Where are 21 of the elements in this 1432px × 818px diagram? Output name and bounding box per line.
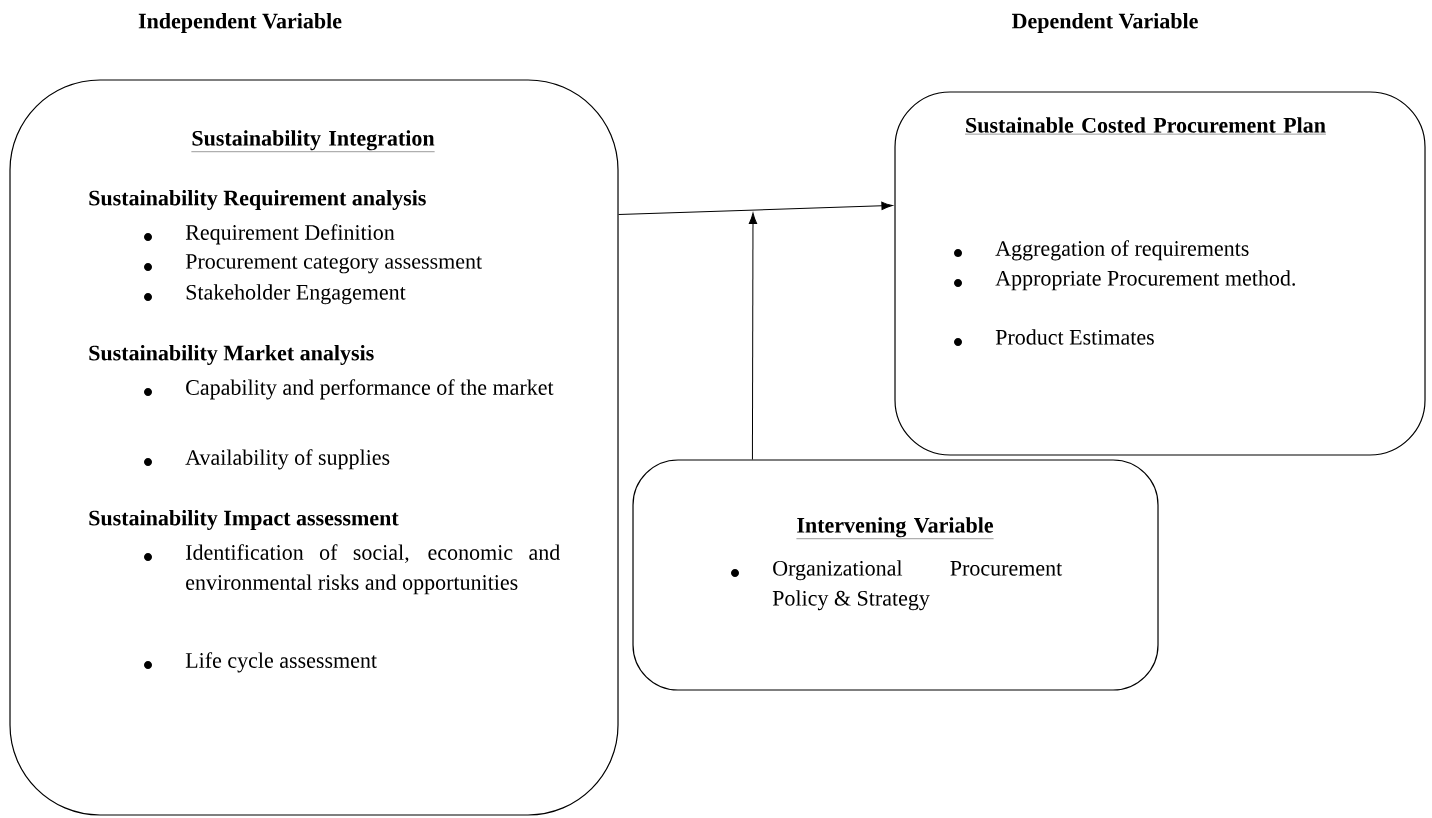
bullet-item: Appropriate Procurement method. bbox=[954, 270, 1295, 291]
heading: Intervening Variable bbox=[796, 517, 994, 539]
column-heading: Dependent Variable bbox=[1012, 13, 1198, 33]
bullet-item: Capability and performance of the market bbox=[144, 379, 554, 400]
column-heading: Independent Variable bbox=[138, 13, 342, 33]
subheading: Sustainability Impact assessment bbox=[89, 510, 399, 530]
heading: Sustainable Costed Procurement Plan bbox=[964, 117, 1327, 135]
bullet-item: Availability of supplies bbox=[144, 449, 390, 470]
bullet-item: Product Estimates bbox=[954, 329, 1154, 346]
subheading: Sustainability Requirement analysis bbox=[89, 190, 426, 210]
bullet-item: Procurement category assessment bbox=[144, 254, 482, 274]
heading: Sustainability Integration bbox=[191, 130, 435, 152]
bullet-item: Organizational Procurement Policy & Strategy bbox=[731, 560, 1063, 611]
subheading: Sustainability Market analysis bbox=[89, 345, 374, 365]
bullet-item: Stakeholder Engagement bbox=[144, 284, 406, 305]
bullet-item: Requirement Definition bbox=[144, 224, 395, 245]
bullet-item: Life cycle assessment bbox=[144, 652, 377, 673]
bullet-item: Identification of social, economic and environmental risks and opportunities bbox=[144, 544, 560, 595]
arrow bbox=[618, 201, 893, 215]
bullet-item: Aggregation of requirements bbox=[954, 240, 1249, 261]
arrow bbox=[748, 212, 758, 460]
